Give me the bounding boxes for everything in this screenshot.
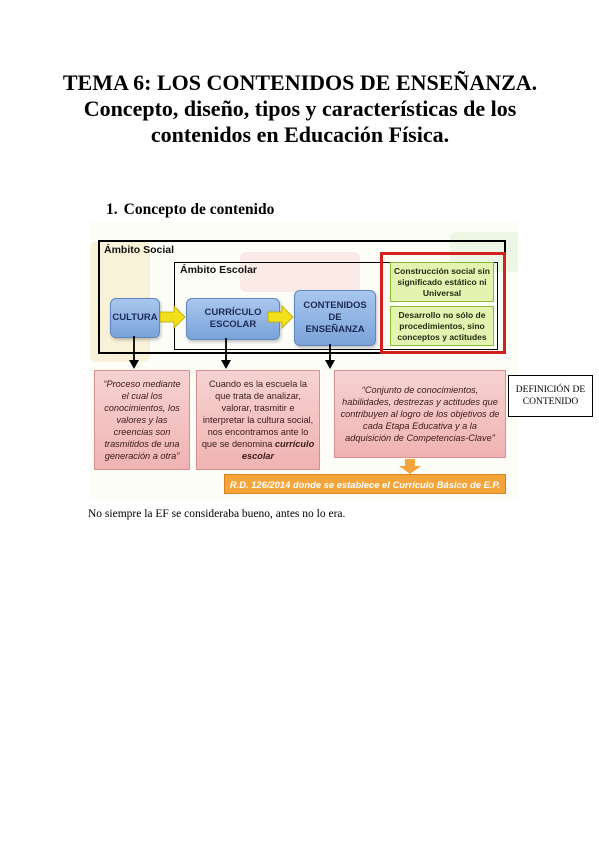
- body-paragraph: No siempre la EF se consideraba bueno, a…: [88, 508, 346, 520]
- arrow-cultura-curriculo: [159, 305, 186, 329]
- definition-box: DEFINICIÓN DE CONTENIDO: [508, 375, 593, 417]
- page-title: TEMA 6: LOS CONTENIDOS DE ENSEÑANZA. Con…: [62, 70, 538, 147]
- pink-box-curriculo-text: Cuando es la escuela la que trata de ana…: [201, 379, 314, 449]
- concept-diagram: Ámbito Social Ámbito Escolar Construcció…: [90, 222, 518, 499]
- node-curriculo: CURRÍCULO ESCOLAR: [186, 298, 280, 340]
- section-heading: 1. Concepto de contenido: [106, 201, 274, 219]
- arrowhead-cultura: [129, 360, 139, 369]
- highlight-frame: [380, 252, 506, 354]
- orange-banner: R.D. 126/2014 donde se establece el Curr…: [224, 474, 506, 494]
- green-box-construccion: Construcción social sin significado está…: [390, 262, 494, 302]
- pink-box-cultura-text: “Proceso mediante el cual los conocimien…: [103, 379, 181, 461]
- pink-box-curriculo-emphasis: currículo escolar: [241, 439, 315, 461]
- node-contenidos: CONTENIDOS DE ENSEÑANZA: [294, 290, 376, 346]
- pink-box-contenidos-text: “Conjunto de conocimientos, habilidades,…: [340, 385, 500, 443]
- pink-box-curriculo-content: Cuando es la escuela la que trata de ana…: [201, 378, 315, 462]
- green-box-desarrollo: Desarrollo no sólo de procedimientos, si…: [390, 306, 494, 346]
- ambito-social-label: Ámbito Social: [104, 244, 175, 256]
- ambito-escolar-label: Ámbito Escolar: [180, 264, 258, 276]
- arrowhead-curriculo: [221, 360, 231, 369]
- background-decoration-board: [240, 252, 360, 292]
- diagram-arrows: [129, 305, 421, 474]
- pink-box-cultura: “Proceso mediante el cual los conocimien…: [94, 370, 190, 470]
- section-heading-text: Concepto de contenido: [123, 201, 275, 218]
- arrow-to-banner: [399, 459, 421, 474]
- pink-box-curriculo: Cuando es la escuela la que trata de ana…: [196, 370, 320, 470]
- arrowhead-contenidos: [325, 360, 335, 369]
- node-cultura: CULTURA: [110, 298, 160, 338]
- arrow-curriculo-contenidos: [267, 305, 294, 329]
- pink-box-contenidos: “Conjunto de conocimientos, habilidades,…: [334, 370, 506, 458]
- section-number: 1.: [106, 201, 118, 218]
